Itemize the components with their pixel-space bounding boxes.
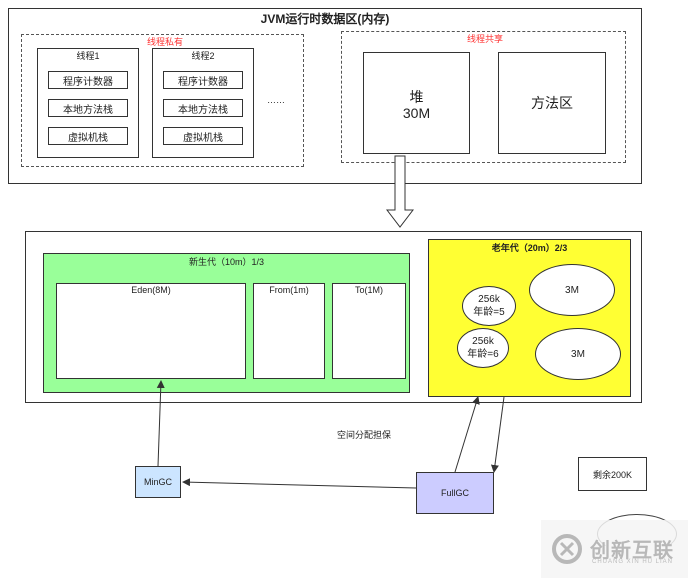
mingc-to-eden-arrow — [156, 380, 165, 467]
old-object-3m-top: 3M — [529, 264, 615, 316]
heap-box — [363, 52, 470, 154]
thread-2-vm-stack: 虚拟机栈 — [163, 127, 243, 145]
thread-2-title: 线程2 — [191, 51, 215, 61]
thread-1-vm-stack: 虚拟机栈 — [48, 127, 128, 145]
old-object-256k-age5: 256k 年龄=5 — [462, 286, 516, 326]
from-survivor-box — [253, 283, 325, 379]
full-gc-box: FullGC — [416, 472, 494, 514]
old-object-size: 256k — [472, 336, 494, 347]
old-object-3m-bottom: 3M — [535, 328, 621, 380]
thread-1-program-counter: 程序计数器 — [48, 71, 128, 89]
more-threads-ellipsis: …… — [267, 95, 285, 105]
thread-1-title: 线程1 — [76, 51, 100, 61]
jvm-memory-title: JVM运行时数据区(内存) — [260, 11, 390, 26]
heap-expand-arrow — [385, 155, 415, 228]
old-to-fullgc-arrow — [490, 396, 505, 473]
thread-1-native-stack: 本地方法栈 — [48, 99, 128, 117]
thread-2-native-stack: 本地方法栈 — [163, 99, 243, 117]
heap-size: 30M — [402, 105, 431, 121]
eden-box — [56, 283, 246, 379]
from-survivor-label: From(1m) — [269, 285, 309, 295]
old-object-age: 年龄=5 — [473, 307, 505, 318]
young-generation-label: 新生代（10m）1/3 — [188, 256, 265, 267]
thread-private-label: 线程私有 — [146, 36, 183, 47]
old-object-256k-age6: 256k 年龄=6 — [457, 328, 509, 368]
minor-gc-box: MinGC — [135, 466, 181, 498]
thread-2-program-counter: 程序计数器 — [163, 71, 243, 89]
thread-shared-region — [341, 31, 626, 163]
old-object-age: 年龄=6 — [467, 349, 499, 360]
watermark-subtext: CHUANG XIN HU LIAN — [592, 559, 674, 565]
watermark-logo-icon — [551, 533, 583, 565]
old-object-size: 256k — [478, 294, 500, 305]
fullgc-to-mingc-arrow — [182, 478, 417, 489]
space-allocation-guarantee-label: 空间分配担保 — [336, 429, 391, 440]
thread-private-region — [21, 34, 304, 167]
remaining-200k-box: 剩余200K — [578, 457, 647, 491]
to-survivor-label: To(1M) — [354, 285, 383, 295]
method-area-box: 方法区 — [498, 52, 606, 154]
eden-label: Eden(8M) — [131, 285, 171, 295]
heap-name: 堆 — [409, 89, 424, 105]
old-generation-label: 老年代（20m）2/3 — [491, 242, 568, 253]
watermark-text: 创新互联 — [590, 540, 674, 562]
thread-shared-label: 线程共享 — [466, 33, 503, 44]
to-survivor-box — [332, 283, 406, 379]
fullgc-to-old-arrow — [454, 396, 480, 473]
